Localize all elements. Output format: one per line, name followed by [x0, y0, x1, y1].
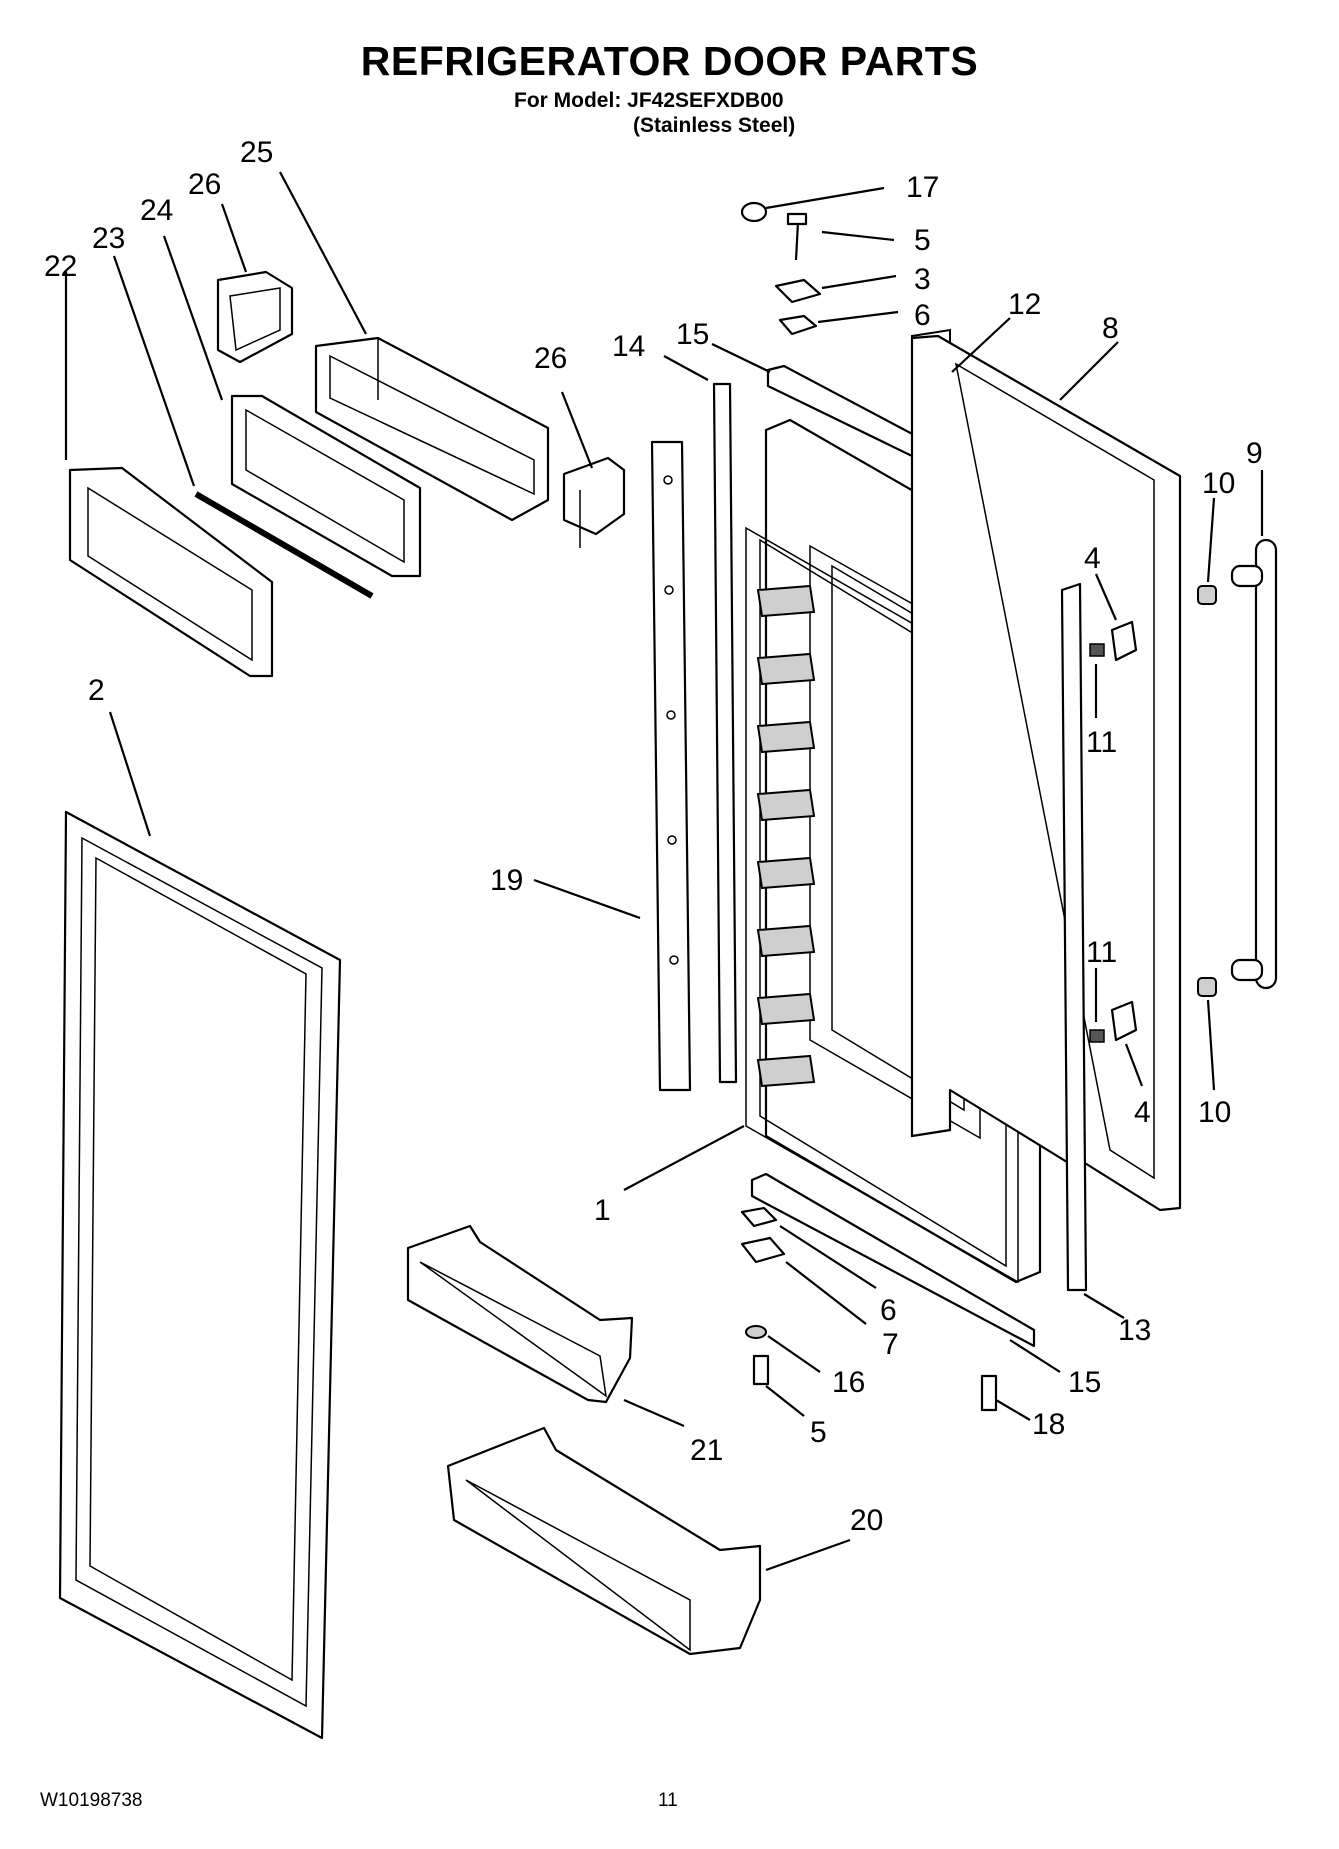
callout-5-upper: 5 — [914, 224, 931, 257]
callout-8: 8 — [1102, 312, 1119, 345]
part-19-left-trim — [650, 440, 692, 1092]
part-18-door-screw — [980, 1374, 998, 1412]
leader-lines — [64, 171, 1264, 1572]
callout-16: 16 — [832, 1366, 865, 1399]
callout-11-upper: 11 — [1086, 726, 1117, 759]
part-14-left-strip — [712, 382, 738, 1084]
part-5-upper-screw — [786, 212, 808, 261]
callout-10-lower: 10 — [1198, 1096, 1231, 1129]
callout-19: 19 — [490, 864, 523, 897]
part-9-handle — [1230, 538, 1278, 990]
door-shelf-ridges — [756, 584, 816, 1088]
part-25-dispenser-housing — [314, 336, 550, 522]
callout-6-lower: 6 — [880, 1294, 897, 1327]
callout-15-lower: 15 — [1068, 1366, 1101, 1399]
callout-26-lower: 26 — [534, 342, 567, 375]
callout-1: 1 — [594, 1194, 611, 1227]
callout-9: 9 — [1246, 437, 1263, 470]
part-24-dispenser-frame — [230, 394, 422, 578]
callout-4-lower: 4 — [1134, 1096, 1151, 1129]
part-26-upper-cover — [216, 270, 294, 364]
part-22-dispenser-trim — [68, 466, 274, 678]
part-11-screws — [1089, 643, 1105, 1043]
part-3-upper-hinge — [774, 278, 822, 304]
part-16-washer — [745, 1325, 767, 1339]
part-23-seal-strip — [194, 491, 374, 599]
callout-13: 13 — [1118, 1314, 1151, 1347]
callout-25: 25 — [240, 136, 273, 169]
part-15-bottom-bracket — [750, 1172, 1036, 1348]
model-line: For Model: JF42SEFXDB00 — [514, 89, 784, 112]
part-4-handle-brackets — [1110, 620, 1138, 1042]
callout-18: 18 — [1032, 1408, 1065, 1441]
part-13-right-strip — [1060, 582, 1088, 1292]
callout-6-upper: 6 — [914, 299, 931, 332]
callout-10-upper: 10 — [1202, 467, 1235, 500]
callout-12: 12 — [1008, 288, 1041, 321]
callout-7: 7 — [882, 1328, 899, 1361]
callout-11-lower: 11 — [1086, 936, 1117, 969]
finish-line: (Stainless Steel) — [633, 114, 796, 137]
part-7-lower-hinge — [740, 1236, 786, 1264]
part-5-lower-screw — [752, 1354, 770, 1386]
callout-23: 23 — [92, 222, 125, 255]
callout-labels: 17 5 3 6 12 8 9 10 4 11 11 4 10 14 15 26… — [44, 136, 1263, 1537]
callout-26-upper: 26 — [188, 168, 221, 201]
callout-2: 2 — [88, 674, 105, 707]
part-20-large-door-bin — [446, 1426, 762, 1656]
callout-4-upper: 4 — [1084, 542, 1101, 575]
callout-22: 22 — [44, 250, 77, 283]
part-17-hinge-cap — [740, 201, 768, 223]
part-6-lower-shim — [740, 1206, 778, 1228]
callout-20: 20 — [850, 1504, 883, 1537]
callout-14: 14 — [612, 330, 645, 363]
part-26-lower-cover — [562, 456, 626, 548]
part-6-upper-shim — [778, 314, 818, 336]
callout-3: 3 — [914, 263, 931, 296]
part-21-small-door-bin — [406, 1224, 634, 1404]
callout-15-upper: 15 — [676, 318, 709, 351]
callout-17: 17 — [906, 171, 939, 204]
callout-21: 21 — [690, 1434, 723, 1467]
document-number: W10198738 — [40, 1790, 143, 1811]
part-2-door-gasket — [58, 810, 342, 1740]
page-title: REFRIGERATOR DOOR PARTS — [360, 38, 979, 84]
callout-5-lower: 5 — [810, 1416, 827, 1449]
page-number: 11 — [658, 1790, 678, 1811]
callout-24: 24 — [140, 194, 173, 227]
part-10-handle-screws — [1197, 585, 1217, 997]
